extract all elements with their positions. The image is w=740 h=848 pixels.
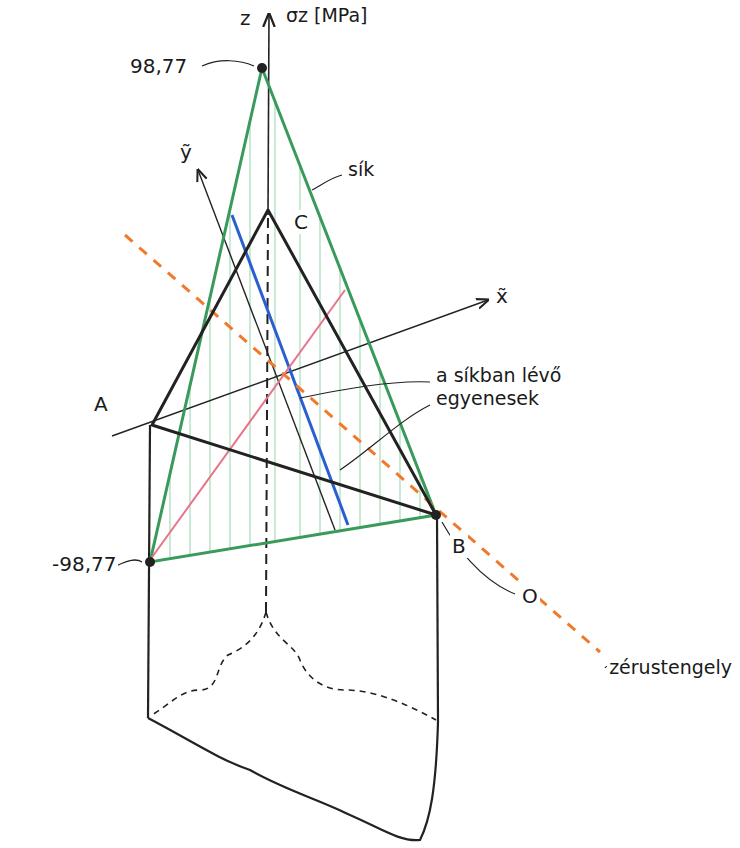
axis-label: z [238, 6, 253, 30]
z-axis-hidden [266, 215, 268, 612]
point-label: C [292, 210, 310, 234]
z-axis [268, 14, 269, 215]
plane-hatching [170, 102, 420, 558]
point-label: A [92, 392, 110, 416]
stress-value: 98,77 [128, 54, 189, 78]
axis-unit: σz [MPa] [284, 4, 370, 27]
hidden-section [150, 612, 436, 720]
plane-line-red [150, 290, 345, 560]
cross-section [152, 210, 436, 515]
callout-note: a síkban lévő egyenesek [434, 364, 568, 410]
axis-label: x̃ [494, 284, 510, 308]
beam-body [148, 425, 438, 840]
stress-plane [150, 68, 436, 562]
plane-line-blue [232, 215, 348, 525]
x-axis [112, 300, 488, 436]
point-label: O [520, 584, 540, 608]
callout-note: sík [346, 158, 376, 181]
stress-points [145, 63, 441, 567]
stress-value: -98,77 [50, 552, 118, 576]
callout-note: zérustengely [607, 656, 734, 679]
axis-label: ỹ [178, 140, 194, 164]
point-label: B [450, 534, 468, 558]
neutral-axis [125, 235, 600, 652]
leader-lines [116, 61, 618, 670]
